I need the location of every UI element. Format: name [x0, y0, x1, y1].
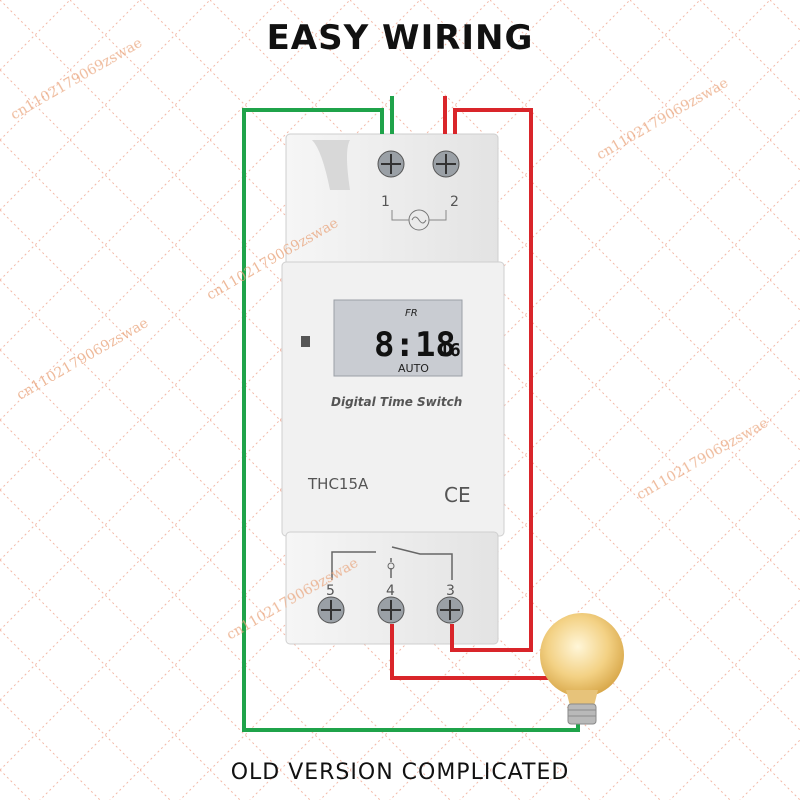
live-wire-outer: [443, 96, 533, 652]
footer-caption: OLD VERSION COMPLICATED: [230, 760, 570, 785]
light-bulb: [540, 613, 624, 725]
bulb-neck: [566, 690, 598, 706]
screw-slot-icon: [381, 600, 401, 620]
screw-slot-icon: [321, 600, 341, 620]
ac-wave-icon: [411, 216, 427, 224]
bulb-thread: [568, 709, 596, 717]
device-label: Digital Time Switch: [331, 395, 462, 409]
relay-contact-symbol: [331, 546, 453, 580]
terminal-label-3: 3: [446, 583, 455, 599]
screw-slot-icon: [440, 600, 460, 620]
relay-pivot: [387, 562, 395, 570]
indicator-led: [301, 336, 310, 347]
terminal-label-2: 2: [450, 194, 459, 210]
wiring: [242, 96, 580, 732]
neutral-wire-outer: [242, 96, 580, 732]
lcd-screen: [333, 299, 463, 377]
din-slot: [312, 140, 350, 190]
headline: EASY WIRING: [266, 18, 534, 58]
bulb-base: [567, 703, 597, 725]
terminal-label-1: 1: [381, 194, 390, 210]
ac-lead-lines: [391, 210, 447, 221]
terminal-label-4: 4: [386, 583, 395, 599]
screw-slot-icon: [381, 154, 401, 174]
lcd-time: 8:18: [374, 325, 456, 365]
screw-slot-icon: [436, 154, 456, 174]
lcd-mode: AUTO: [398, 362, 429, 375]
time-switch-device: 1 2 FR 8:18 16 AUTO Digital Time Switch …: [281, 133, 505, 645]
device-model: THC15A: [307, 475, 369, 493]
lcd-day: FR: [405, 308, 418, 319]
terminal-label-5: 5: [326, 583, 335, 599]
load-wire: [390, 624, 552, 680]
lcd-seconds: 16: [439, 340, 461, 361]
ce-mark: CE: [444, 483, 471, 507]
bulb-glass: [540, 613, 624, 697]
